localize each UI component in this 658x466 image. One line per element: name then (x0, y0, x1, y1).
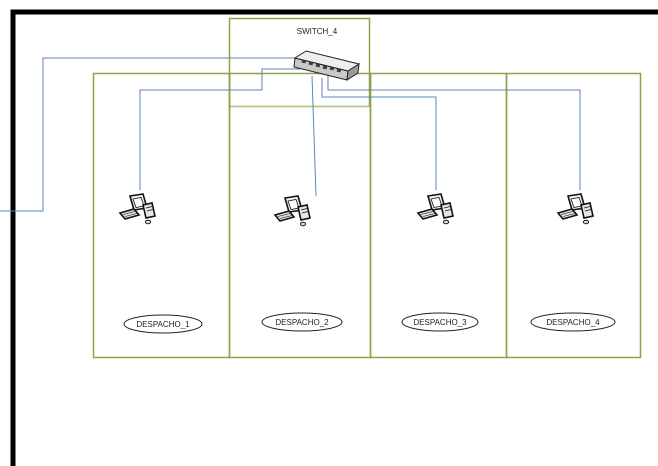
office-label-oval (530, 312, 616, 332)
office-label: DESPACHO_1 (136, 320, 190, 329)
cable-despacho-2 (311, 75, 317, 197)
cable-despacho-3 (321, 78, 437, 190)
desktop-computer-icon[interactable] (274, 195, 311, 227)
network-switch-icon[interactable] (293, 50, 361, 81)
uplink-cable (0, 57, 300, 212)
desktop-computer-icon[interactable] (119, 193, 156, 225)
switch-label: SWITCH_4 (297, 27, 338, 36)
desktop-computer-icon[interactable] (417, 193, 454, 225)
office-label: DESPACHO_2 (275, 318, 329, 327)
office-label-oval (261, 312, 343, 332)
cable-despacho-1 (139, 68, 300, 190)
office-label: DESPACHO_4 (546, 318, 600, 327)
office-room-outline (505, 72, 642, 359)
outer-border (10, 9, 658, 466)
desktop-computer-icon[interactable] (557, 193, 594, 225)
office-label-oval (123, 314, 203, 334)
office-label-oval (401, 312, 479, 332)
office-label: DESPACHO_3 (413, 318, 467, 327)
cable-despacho-4 (327, 75, 581, 190)
